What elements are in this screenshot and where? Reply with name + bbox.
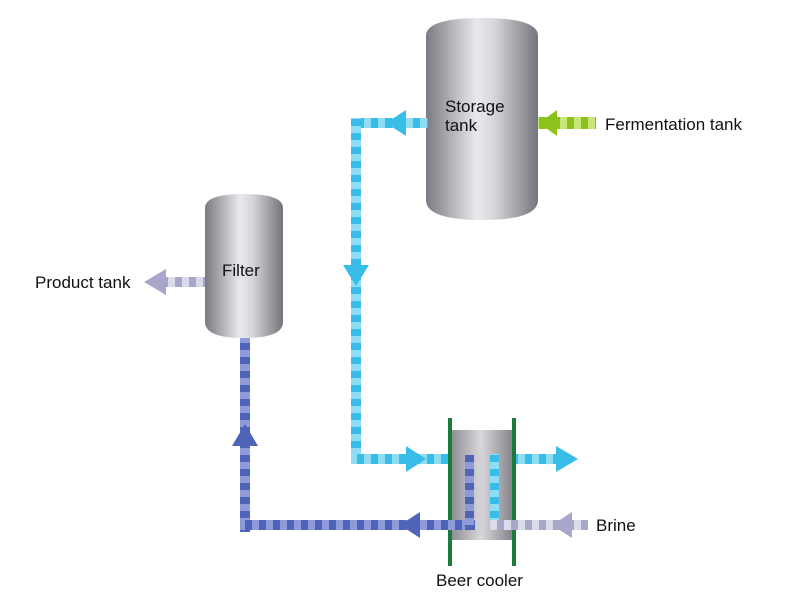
flow-arrow-icon xyxy=(539,110,557,136)
flow-arrow-icon xyxy=(556,446,578,472)
fermentation-tank-label: Fermentation tank xyxy=(605,115,743,134)
storage-tank-label-line2: tank xyxy=(445,116,478,135)
storage-tank-label-line1: Storage xyxy=(445,97,505,116)
flow-arrow-icon xyxy=(144,269,166,295)
filter-label: Filter xyxy=(222,261,260,280)
flow-arrow-icon xyxy=(552,512,572,538)
filter-tank: Filter xyxy=(205,194,283,338)
filtered-beer-line xyxy=(232,338,475,538)
brine-line: Brine xyxy=(490,512,636,538)
beer-cooler: Beer cooler xyxy=(436,418,523,590)
flow-arrow-icon xyxy=(406,446,426,472)
storage-tank: Storage tank xyxy=(426,18,538,220)
brine-label: Brine xyxy=(596,516,636,535)
product-line: Product tank xyxy=(35,269,205,295)
flow-arrow-icon xyxy=(386,110,406,136)
flow-arrow-icon xyxy=(400,512,420,538)
product-tank-label: Product tank xyxy=(35,273,131,292)
cold-beer-line xyxy=(343,110,578,524)
fermentation-feed-line: Fermentation tank xyxy=(538,110,743,136)
flow-arrow-icon xyxy=(343,265,369,286)
flow-arrow-icon xyxy=(232,424,258,446)
beer-cooler-label: Beer cooler xyxy=(436,571,523,590)
